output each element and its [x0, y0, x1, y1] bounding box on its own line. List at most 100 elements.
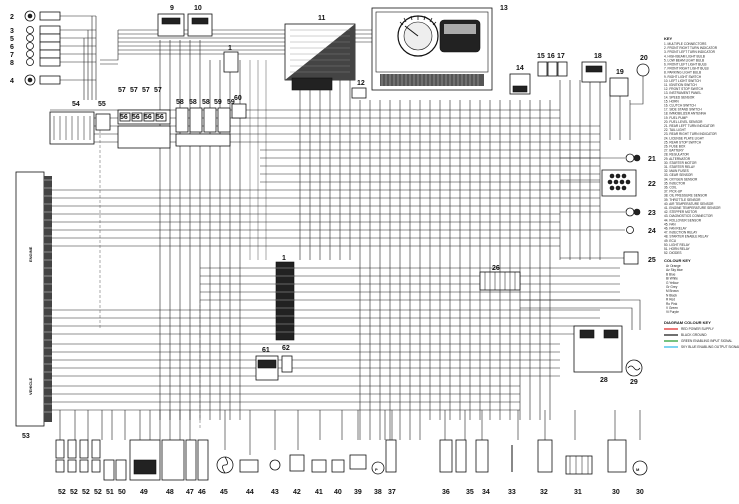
bulb-icon	[26, 25, 61, 35]
colour-key-item: N Black	[666, 293, 677, 297]
key-item: 19. FUEL PUMP	[664, 116, 687, 120]
key-item: 50. LIGHT RELAY	[664, 243, 691, 247]
label-38: 38	[374, 489, 382, 496]
fuse-box-26: 26	[479, 265, 521, 291]
key-item: 17. SIDE STAND SWITCH	[664, 108, 702, 112]
fuel-pump: 19	[609, 69, 629, 97]
ignition-switch: 11	[284, 15, 356, 91]
colour-key-item: M Brown	[666, 289, 679, 293]
key-item: 31. STARTER RELAY	[664, 165, 696, 169]
label-56: 56	[144, 114, 152, 121]
key-item: 52. DIODES	[664, 251, 682, 255]
front-stop-switch: 12	[351, 80, 367, 99]
wiring-harness	[50, 15, 641, 455]
label-16: 16	[547, 53, 555, 60]
label-49: 49	[140, 489, 148, 496]
label-28: 28	[600, 377, 608, 384]
key-item: 3. FRONT LEFT TURN INDICATOR	[664, 50, 716, 54]
label-32: 31	[574, 489, 582, 496]
motor-icon: M	[632, 460, 648, 476]
bulb-icon	[26, 57, 61, 67]
label-53: 53	[22, 433, 30, 440]
rear-lights: 21 22 23 24 25	[601, 153, 656, 265]
bottom-components: P M 52 52 52 52 51 50 49 48 47 46 45 44	[55, 439, 648, 496]
label-14: 14	[516, 65, 524, 72]
alternator-29: 29	[625, 359, 643, 386]
tachometer-gauge-icon	[397, 15, 439, 57]
label-10: 10	[194, 5, 202, 12]
key-item: 15. HORN	[664, 99, 679, 103]
key-item: 16. CLUTCH SWITCH	[664, 104, 696, 108]
key-item: 5. LOW BEAM LIGHT BULB	[664, 58, 704, 62]
key-item: 20. FUEL LEVEL SENSOR	[664, 120, 703, 124]
label-21: 21	[648, 156, 656, 163]
label-47: 47	[186, 489, 194, 496]
central-connector-1: 1	[275, 255, 295, 341]
label-9: 9	[170, 5, 174, 12]
key-item: 37. PICK-UP	[664, 190, 682, 194]
label-8: 8	[10, 60, 14, 67]
label-19: 19	[616, 69, 624, 76]
label-58: 58	[202, 99, 210, 106]
colour-key-item: Bi White	[666, 277, 678, 281]
key-item: 1. MULTIPLE CONNECTORS	[664, 42, 706, 46]
relay-row: 54 55 57 57 57 57 56 56 56 56 58 58 58 5…	[49, 87, 247, 149]
tail-light-icon	[601, 169, 637, 197]
key-item: 2. FRONT RIGHT TURN INDICATOR	[664, 46, 718, 50]
label-34: 33	[508, 489, 516, 496]
colour-key-item: R Red	[666, 298, 675, 302]
key-item: 27. BATTERY	[664, 149, 685, 153]
diagnostics-connector-icon	[269, 459, 281, 471]
label-55: 55	[98, 101, 106, 108]
key-item: 40. AIR TEMPERATURE SENSOR	[664, 202, 714, 206]
light-switches: 9 10 1	[157, 5, 239, 73]
label-57: 57	[142, 87, 150, 94]
colour-key-title: COLOUR KEY	[664, 258, 691, 263]
label-46: 46	[198, 489, 206, 496]
label-57: 57	[130, 87, 138, 94]
key-item: 25. REAR STOP SWITCH	[664, 140, 702, 144]
label-59: 59	[214, 99, 222, 106]
label-11: 11	[318, 15, 326, 22]
label-57: 57	[118, 87, 126, 94]
key-item: 6. FRONT LEFT LIGHT BULB	[664, 63, 707, 67]
label-24: 24	[648, 228, 656, 235]
colour-key-item: G Yellow	[666, 281, 679, 285]
key-item: 21. REAR LEFT TURN INDICATOR	[664, 124, 715, 128]
ecu-engine-label: ENGINE	[28, 246, 33, 262]
motor-symbol: M	[636, 467, 640, 472]
connector-1-label: 1	[228, 45, 232, 52]
key-item: 38. OIL PRESSURE SENSOR	[664, 194, 708, 198]
label-50: 50	[118, 489, 126, 496]
key-item: 45. FAN	[664, 222, 676, 226]
fuse-62: 62	[281, 345, 293, 373]
label-52: 52	[70, 489, 78, 496]
relay-block-58-59	[175, 107, 231, 147]
ecu-connector-53: ENGINE VEHICLE 53	[15, 171, 52, 440]
key-item: 14. SPEED SENSOR	[664, 95, 695, 99]
label-23: 23	[648, 210, 656, 217]
key-item: 30. STARTER MOTOR	[664, 161, 697, 165]
label-54: 54	[72, 101, 80, 108]
label-43: 43	[271, 489, 279, 496]
label-30: 30	[636, 489, 644, 496]
label-22: 22	[648, 181, 656, 188]
key-item: 42. STEPPER MOTOR	[664, 210, 698, 214]
bulb-icon	[26, 41, 61, 51]
label-56: 56	[132, 114, 140, 121]
colour-key-item: Ro Pink	[666, 302, 678, 306]
key-item: 48. STARTER ENABLE RELAY	[664, 235, 709, 239]
immobilizer-antenna: 18	[581, 53, 607, 83]
key-item: 13. INSTRUMENT PANEL	[664, 91, 701, 95]
label-52: 52	[82, 489, 90, 496]
bulb-icon	[24, 10, 61, 22]
label-41: 41	[315, 489, 323, 496]
instrument-panel: 13	[371, 5, 508, 91]
key-item: 36. COIL	[664, 186, 677, 190]
key-item: 34. OXYGEN SENSOR	[664, 177, 698, 181]
diagram-key-item: BLACK GROUND	[681, 333, 707, 337]
label-39: 39	[354, 489, 362, 496]
label-52: 52	[94, 489, 102, 496]
